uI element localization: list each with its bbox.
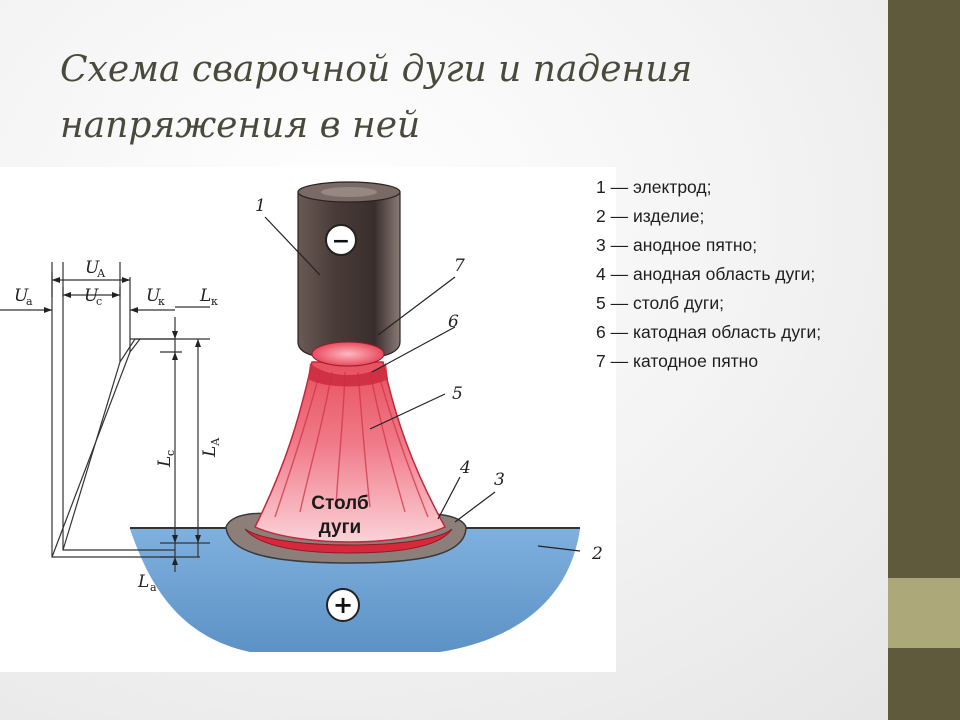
svg-text:к: к <box>211 295 218 308</box>
dim-label-Uc: U с <box>84 286 102 308</box>
svg-text:U: U <box>14 286 29 306</box>
electrode-minus-sign: − <box>325 224 357 256</box>
dim-label-La: L а <box>137 572 157 594</box>
accent-bar-top <box>888 0 960 578</box>
svg-text:L: L <box>199 286 211 306</box>
legend-item-7: 7 — катодное пятно <box>596 351 759 371</box>
dim-label-Uk: U к <box>146 286 165 308</box>
legend-item-3: 3 — анодное пятно; <box>596 235 758 255</box>
dim-label-Lk: L к <box>199 286 218 308</box>
column-label-line1: Столб <box>311 493 368 514</box>
callout-5: 5 <box>452 384 463 404</box>
voltage-profile <box>0 262 210 572</box>
callout-2: 2 <box>591 544 603 564</box>
svg-text:L: L <box>200 446 220 458</box>
svg-text:а: а <box>150 581 157 594</box>
svg-text:+: + <box>333 591 353 619</box>
svg-text:U: U <box>85 258 100 278</box>
svg-text:с: с <box>96 295 102 308</box>
legend-item-2: 2 — изделие; <box>596 206 705 226</box>
title-line-1: Схема сварочной дуги и падения <box>60 49 693 90</box>
legend-item-6: 6 — катодная область дуги; <box>596 322 822 342</box>
anode-spot <box>244 528 453 554</box>
svg-text:а: а <box>26 295 33 308</box>
callout-7: 7 <box>454 256 465 276</box>
dim-label-Ua: U а <box>14 286 33 308</box>
callout-numbers: 1 7 6 5 4 3 2 <box>255 196 603 564</box>
svg-text:с: с <box>164 450 177 456</box>
workpiece <box>130 529 580 652</box>
accent-bar-middle <box>888 578 960 648</box>
callout-4: 4 <box>459 458 471 478</box>
workpiece-plus-sign: + <box>326 588 360 622</box>
svg-text:А: А <box>97 267 106 280</box>
slide-title: Схема сварочной дуги и падения напряжени… <box>60 42 820 154</box>
svg-text:А: А <box>209 437 222 446</box>
accent-bar-bottom <box>888 648 960 720</box>
dim-label-UA: U А <box>85 258 106 280</box>
svg-text:к: к <box>158 295 165 308</box>
svg-text:U: U <box>84 286 99 306</box>
arc-column <box>253 361 447 543</box>
callout-leaders <box>264 216 581 552</box>
svg-text:L: L <box>155 456 175 468</box>
electrode <box>297 181 401 360</box>
welding-arc-diagram: − + Столб дуги 1 7 6 5 4 3 2 <box>0 167 616 672</box>
dim-label-LA: L А <box>200 437 222 458</box>
column-label-line2: дуги <box>319 517 361 538</box>
svg-text:U: U <box>146 286 161 306</box>
slide-accent-bar <box>888 0 960 720</box>
cathode-region <box>308 363 388 387</box>
callout-1: 1 <box>255 196 266 216</box>
callout-6: 6 <box>448 312 459 332</box>
title-line-2: напряжения в ней <box>60 105 421 146</box>
legend-item-5: 5 — столб дуги; <box>596 293 724 313</box>
svg-text:−: − <box>332 229 350 254</box>
cathode-spot <box>311 341 385 367</box>
legend-item-1: 1 — электрод; <box>596 177 712 197</box>
legend-list: 1 — электрод; 2 — изделие; 3 — анодное п… <box>596 173 821 376</box>
arc-column-streaks <box>274 371 429 518</box>
dim-label-Lc: L с <box>155 450 177 468</box>
svg-text:L: L <box>137 572 149 592</box>
legend-item-4: 4 — анодная область дуги; <box>596 264 816 284</box>
callout-3: 3 <box>494 470 505 490</box>
dimension-arrows <box>44 277 201 565</box>
